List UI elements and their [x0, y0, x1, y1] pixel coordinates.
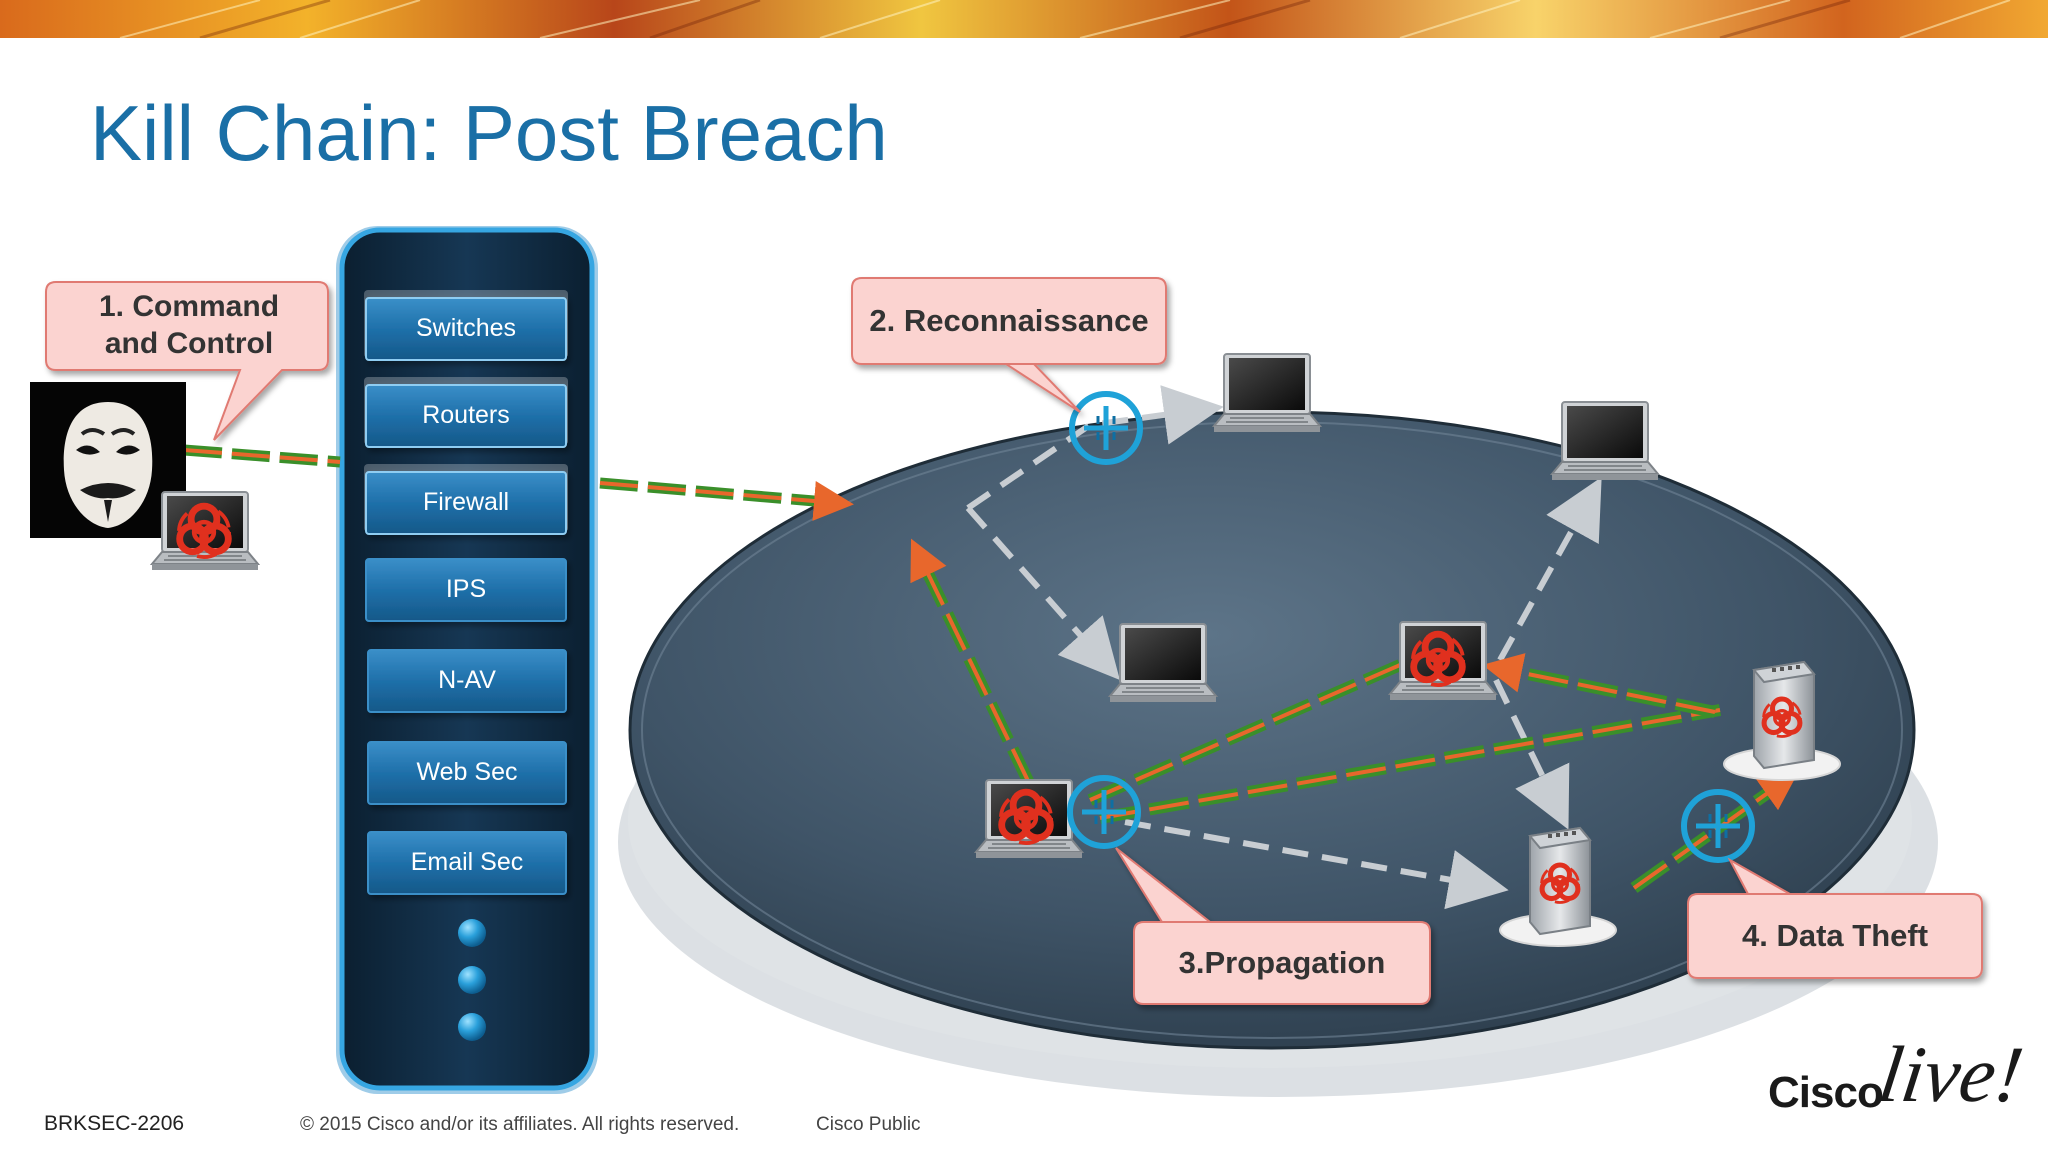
more-layers-dot — [458, 1013, 486, 1041]
layer-ips[interactable]: IPS — [445, 574, 487, 603]
propagation-paths — [910, 538, 1800, 893]
callout-command-control-bubble — [45, 281, 329, 441]
more-layers-dot — [458, 919, 486, 947]
callout-data-theft-bubble — [1687, 857, 1983, 979]
callout-command-control: 1. Command and Control — [98, 290, 280, 360]
callout-propagation-bubble — [1115, 847, 1431, 1005]
live-logo-text: live! — [1873, 1031, 2029, 1119]
callout-propagation: 3.Propagation — [1178, 945, 1386, 981]
session-code: BRKSEC-2206 — [44, 1112, 185, 1135]
layer-n-av[interactable]: N-AV — [438, 665, 496, 694]
classification-text: Cisco Public — [816, 1114, 921, 1135]
cisco-logo-text: Cisco — [1768, 1068, 1884, 1117]
layer-routers[interactable]: Routers — [422, 400, 510, 429]
laptop-icon — [1109, 623, 1217, 703]
command-control-path — [183, 444, 854, 521]
layer-switches[interactable]: Switches — [415, 313, 517, 342]
page-title: Kill Chain: Post Breach — [90, 89, 888, 177]
laptop-icon — [1551, 401, 1659, 481]
more-layers-dot — [458, 966, 486, 994]
layer-firewall[interactable]: Firewall — [422, 487, 510, 516]
reconnaissance-paths — [965, 385, 1602, 910]
anonymous-mask-icon — [30, 382, 186, 538]
callout-data-theft: 4. Data Theft — [1741, 918, 1929, 954]
header-banner — [0, 0, 2048, 38]
copyright-text: © 2015 Cisco and/or its affiliates. All … — [300, 1114, 740, 1135]
laptop-icon — [1213, 353, 1321, 433]
layer-web-sec[interactable]: Web Sec — [416, 757, 518, 786]
callout-reconnaissance: 2. Reconnaissance — [869, 303, 1149, 339]
callout-reconnaissance-bubble — [851, 277, 1167, 413]
layer-email-sec[interactable]: Email Sec — [410, 847, 524, 876]
